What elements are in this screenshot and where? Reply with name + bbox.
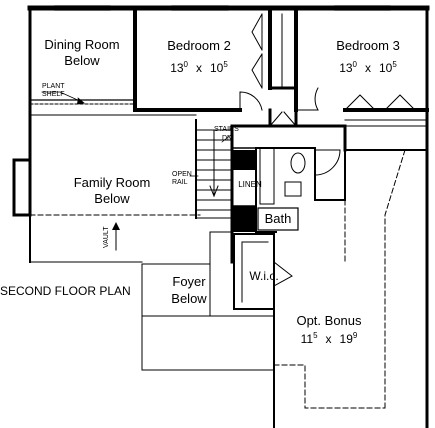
bath-counter (257, 207, 299, 231)
hall-door-swing-3 (269, 111, 297, 127)
bonus-label: Opt. Bonus (296, 313, 362, 328)
plant-shelf-pointer (41, 91, 83, 103)
wic-label: W.i.c. (249, 269, 278, 283)
plant-shelf-label-2: SHELF (42, 91, 65, 98)
foyer-label: Foyer (172, 274, 206, 289)
bathtub (259, 147, 275, 205)
plant-shelf-label-1: PLANT (42, 83, 65, 90)
dining-room-sublabel: Below (64, 53, 100, 68)
sink (290, 152, 306, 174)
plan-title: SECOND FLOOR PLAN (0, 284, 131, 298)
dining-room-label: Dining Room (44, 37, 119, 52)
bonus-top-wall (314, 149, 428, 201)
vault-label: VAULT (103, 226, 110, 248)
stairs-pointer (221, 133, 233, 143)
bonus-dashed-right (384, 149, 406, 409)
family-room-sublabel: Below (94, 191, 130, 206)
wic-door (273, 261, 293, 287)
bedroom3-label: Bedroom 3 (336, 38, 400, 53)
stairs-dn-label: DN. (222, 135, 234, 142)
closet-bed3 (344, 94, 416, 111)
hall-door-swing (239, 91, 263, 111)
foyer-sublabel: Below (171, 291, 207, 306)
porch-lines (209, 231, 233, 265)
bedroom2-label: Bedroom 2 (167, 38, 231, 53)
bath-door-swing (314, 149, 341, 176)
windows-top (54, 5, 391, 11)
closet-bed3-rail (344, 119, 428, 127)
toilet-tank (284, 181, 302, 197)
hall-walls (268, 86, 298, 128)
family-room-label: Family Room (74, 175, 151, 190)
open-rail-label-1: OPEN (172, 171, 192, 178)
staircase (195, 129, 233, 219)
open-rail-label-2: RAIL (172, 179, 188, 186)
bonus-dashed-lower (273, 364, 386, 409)
wall-block-2 (232, 206, 256, 232)
bath-label: Bath (265, 211, 292, 226)
closet-bed2 (251, 13, 263, 89)
stairs-label: STAIRS (214, 126, 239, 133)
hall-door-swing-2 (295, 87, 319, 111)
wic-rail (241, 241, 269, 303)
wall-block-1 (232, 150, 256, 170)
foyer-lower-wall (141, 315, 275, 371)
bath-wall (255, 147, 316, 233)
linen-label: LINEN (238, 180, 262, 189)
outer-wall-left (12, 6, 32, 217)
